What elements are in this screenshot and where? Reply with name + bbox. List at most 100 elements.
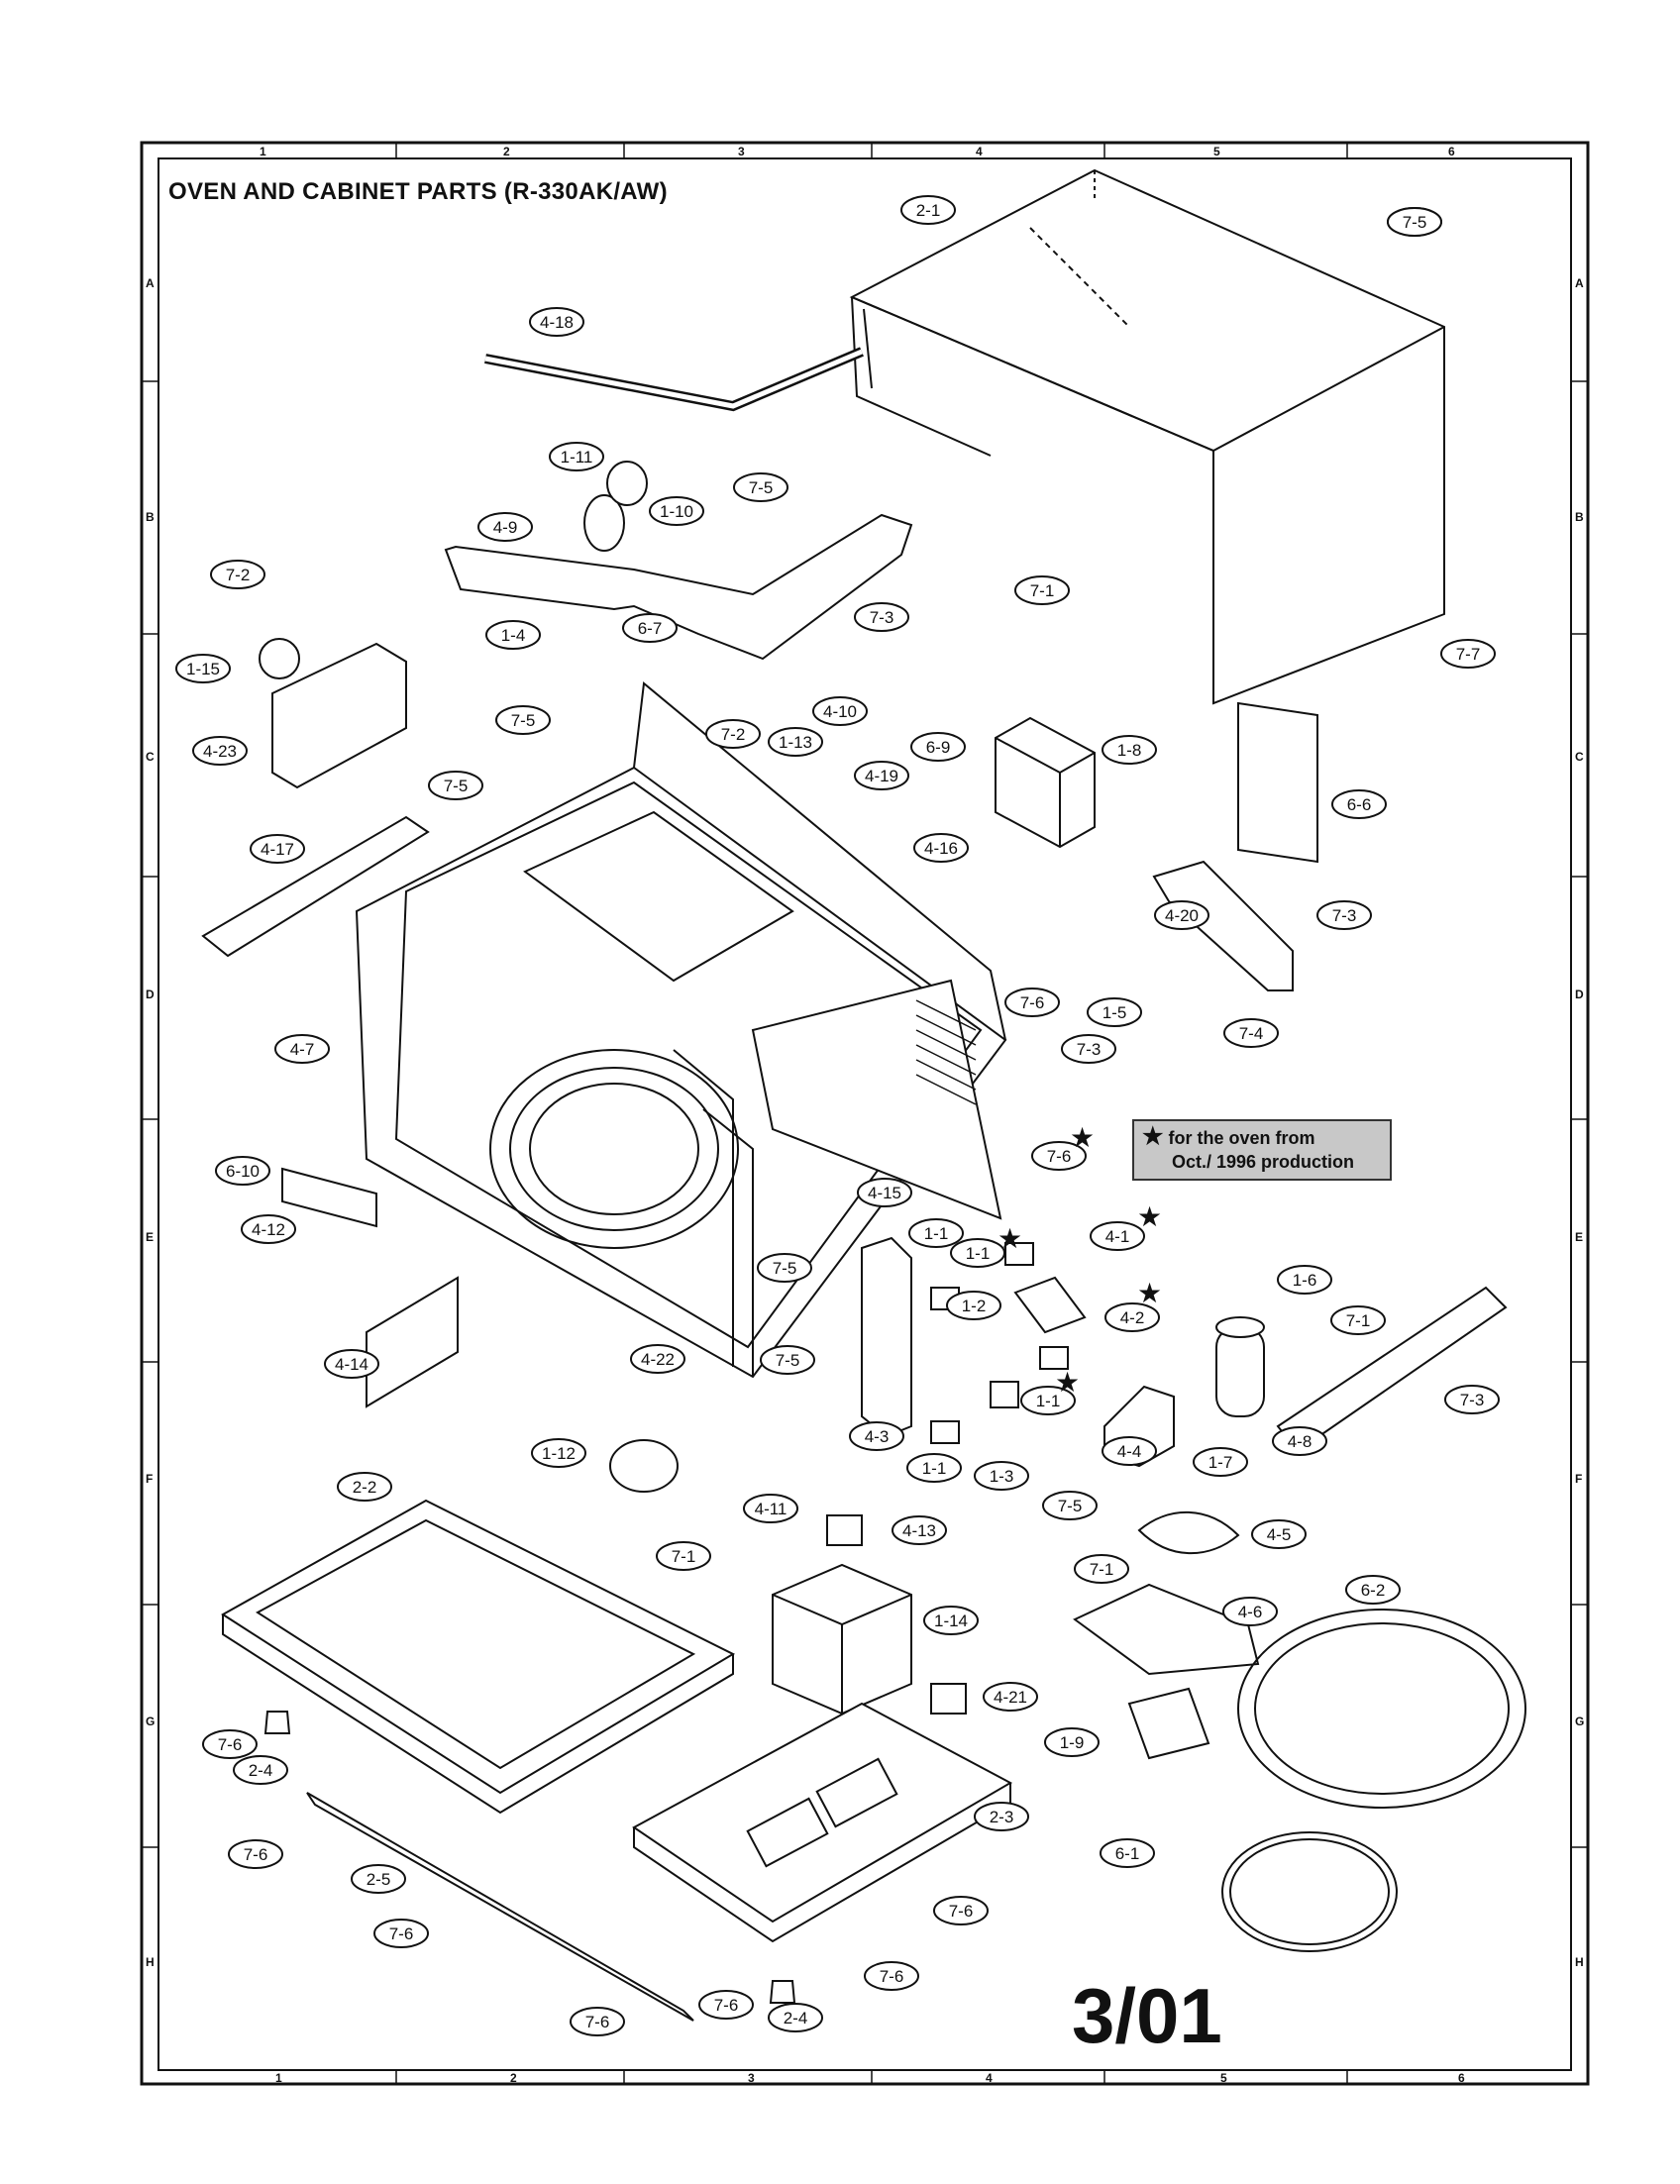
callout-label: 7-5 (773, 1259, 797, 1278)
callout-bubble (1272, 1426, 1327, 1456)
callout-bubble (733, 472, 788, 502)
base-plate-drawing (221, 1499, 736, 1815)
callout-bubble (1222, 1597, 1278, 1626)
callout-bubble (854, 761, 909, 790)
foot-drawing (769, 1980, 796, 2004)
air-duct-drawing (1276, 1286, 1508, 1453)
callout-label: 7-6 (585, 2013, 610, 2031)
callout-bubble (649, 496, 704, 526)
callout-label: 6-10 (226, 1162, 260, 1181)
callout-label: 2-5 (367, 1870, 391, 1889)
callout-label: 6-1 (1115, 1844, 1140, 1863)
callout-label: 4-6 (1238, 1603, 1263, 1621)
callout-label: 4-10 (823, 702, 857, 721)
callout-label: 7-6 (1047, 1147, 1072, 1166)
callout-label: 1-6 (1293, 1271, 1317, 1290)
callout-label: 1-15 (186, 660, 220, 678)
star-marker: ★ (1070, 1122, 1095, 1153)
callout-bubble (892, 1515, 947, 1545)
production-note: ★ for the oven from Oct./ 1996 productio… (1132, 1119, 1392, 1181)
callout-bubble (923, 1606, 979, 1635)
grid-col-label: 4 (976, 145, 983, 158)
callout-bubble (233, 1755, 288, 1785)
callout-label: 4-18 (540, 313, 574, 332)
grid-col-label: 5 (1213, 145, 1220, 158)
callout-label: 4-12 (252, 1220, 285, 1239)
callout-label: 1-1 (966, 1244, 991, 1263)
callout-label: 2-3 (990, 1808, 1014, 1826)
callout-label: 7-5 (444, 777, 469, 795)
callout-bubble (1154, 900, 1209, 930)
callout-bubble (1020, 1386, 1076, 1415)
callout-bubble (1100, 1838, 1155, 1868)
callout-label: 7-6 (1020, 993, 1045, 1012)
transformer-drawing (772, 1514, 967, 1716)
grid-row-label: F (146, 1472, 153, 1486)
callout-bubble (529, 307, 584, 337)
callout-bubble (983, 1682, 1038, 1712)
callout-bubble (1387, 207, 1442, 237)
callout-bubble (192, 736, 248, 766)
callout-label: 2-2 (353, 1478, 377, 1497)
grid-col-label: 3 (748, 2071, 755, 2085)
callout-label: 4-19 (865, 767, 898, 785)
callout-label: 2-4 (784, 2009, 808, 2028)
grid-row-label: B (146, 510, 155, 524)
callout-bubble (910, 732, 966, 762)
callout-label: 2-1 (916, 201, 941, 220)
lamp-bracket-drawing (444, 513, 913, 661)
callout-bubble (705, 719, 761, 749)
callout-label: 1-7 (1208, 1453, 1233, 1472)
fan-bracket-drawing (271, 642, 407, 789)
turntable-motor-drawing (609, 1439, 679, 1493)
grid-col-label: 2 (503, 145, 510, 158)
callout-label: 7-7 (1456, 645, 1481, 664)
terminal-block-drawing (930, 1683, 967, 1715)
callout-label: 1-9 (1060, 1733, 1085, 1752)
callout-bubble (1330, 1305, 1386, 1335)
grid-row-label: E (146, 1230, 154, 1244)
callout-label: 7-5 (1403, 213, 1427, 232)
callout-label: 1-2 (962, 1297, 987, 1315)
callout-label: 7-5 (749, 478, 774, 497)
callout-bubble (228, 1839, 283, 1869)
capacitor-drawing (1215, 1316, 1265, 1417)
callout-bubble (900, 195, 956, 225)
callout-bubble (337, 1472, 392, 1502)
bracket-strip-drawing (201, 815, 430, 958)
callout-label: 2-4 (249, 1761, 273, 1780)
callout-bubble (974, 1802, 1029, 1831)
star-marker: ★ (998, 1223, 1022, 1254)
callout-label: 4-15 (868, 1184, 901, 1202)
turntable-drawing (1237, 1609, 1526, 1809)
callout-bubble (906, 1453, 962, 1483)
callout-label: 7-2 (226, 566, 251, 584)
callout-bubble (495, 705, 551, 735)
callout-bubble (630, 1344, 685, 1374)
fan-motor-drawing (259, 638, 300, 679)
callout-bubble (1087, 997, 1142, 1027)
callout-label: 6-7 (638, 619, 663, 638)
callout-bubble (933, 1896, 989, 1925)
callout-bubble (864, 1961, 919, 1991)
callout-label: 7-5 (511, 711, 536, 730)
callout-label: 7-4 (1239, 1024, 1264, 1043)
callout-label: 7-1 (1090, 1560, 1114, 1579)
foot-drawing (263, 1711, 291, 1734)
outer-cabinet-drawing (849, 168, 1445, 705)
callout-label: 4-1 (1105, 1227, 1130, 1246)
callout-bubble (1223, 1018, 1279, 1048)
callout-bubble (854, 602, 909, 632)
callout-bubble (1061, 1034, 1116, 1064)
callout-label: 4-14 (335, 1355, 368, 1374)
page-number: 3/01 (1072, 1972, 1222, 2059)
callout-label: 4-20 (1165, 906, 1199, 925)
callout-label: 7-3 (1460, 1391, 1485, 1409)
stirrer-motor-drawing (1127, 1687, 1210, 1760)
oven-cavity-drawing (355, 681, 1007, 1379)
callout-label: 4-21 (994, 1688, 1027, 1707)
label-plate-drawing (1237, 701, 1318, 864)
callout-bubble (812, 696, 868, 726)
star-marker: ★ (1142, 1123, 1164, 1150)
callout-bubble (857, 1178, 912, 1207)
